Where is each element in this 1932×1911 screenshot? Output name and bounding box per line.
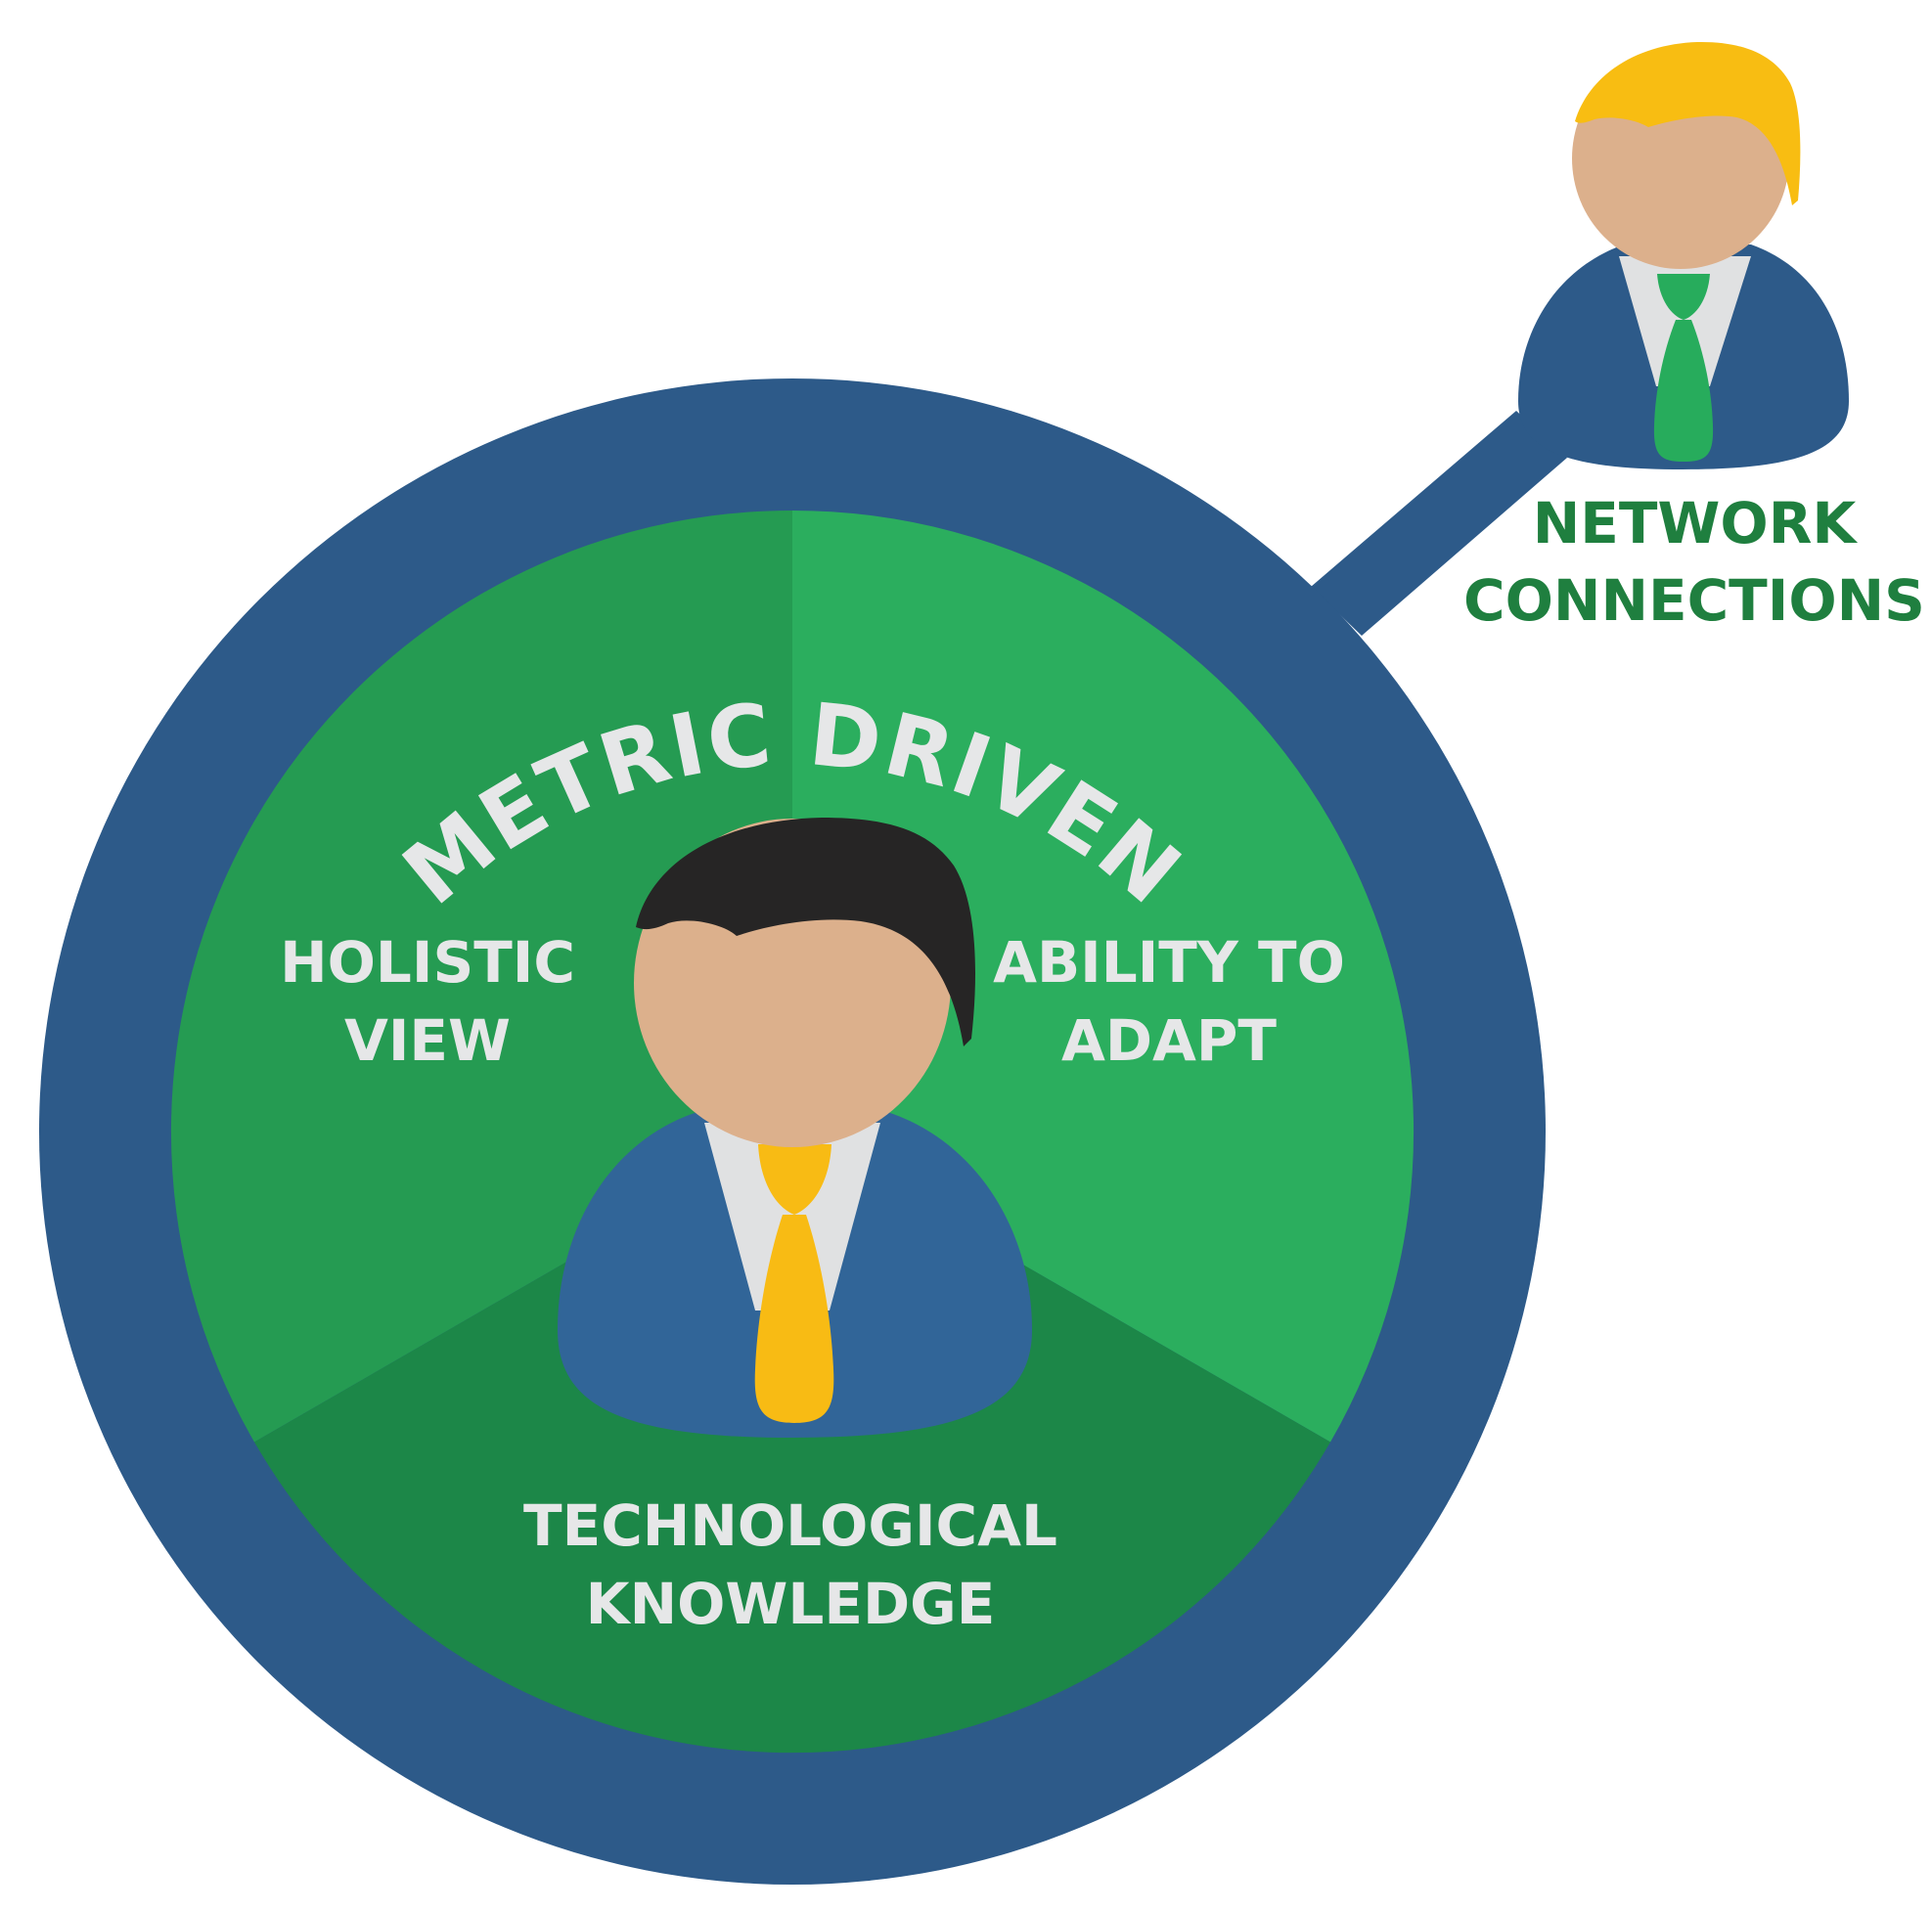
satellite-person-icon: [1518, 41, 1849, 469]
central-tie: [754, 1215, 834, 1423]
satellite-hair: [1575, 41, 1801, 206]
connector-line: [1311, 411, 1567, 636]
label-technological-line1: TECHNOLOGICAL: [523, 1492, 1057, 1559]
label-holistic-line1: HOLISTIC: [280, 929, 575, 996]
label-adapt-line1: ABILITY TO: [993, 929, 1345, 996]
satellite-label-line2: CONNECTIONS: [1463, 567, 1925, 634]
central-hair: [636, 818, 976, 1046]
label-technological-line2: KNOWLEDGE: [586, 1571, 996, 1637]
satellite-tie-knot: [1657, 274, 1710, 320]
central-tie-knot: [758, 1144, 831, 1215]
satellite-label-line1: NETWORK: [1533, 490, 1859, 556]
label-adapt-line2: ADAPT: [1061, 1007, 1277, 1074]
satellite-tie: [1653, 320, 1714, 462]
segment-technological-knowledge: [254, 1132, 1330, 1754]
label-holistic-line2: VIEW: [344, 1007, 511, 1074]
central-person-icon: [558, 818, 1032, 1438]
